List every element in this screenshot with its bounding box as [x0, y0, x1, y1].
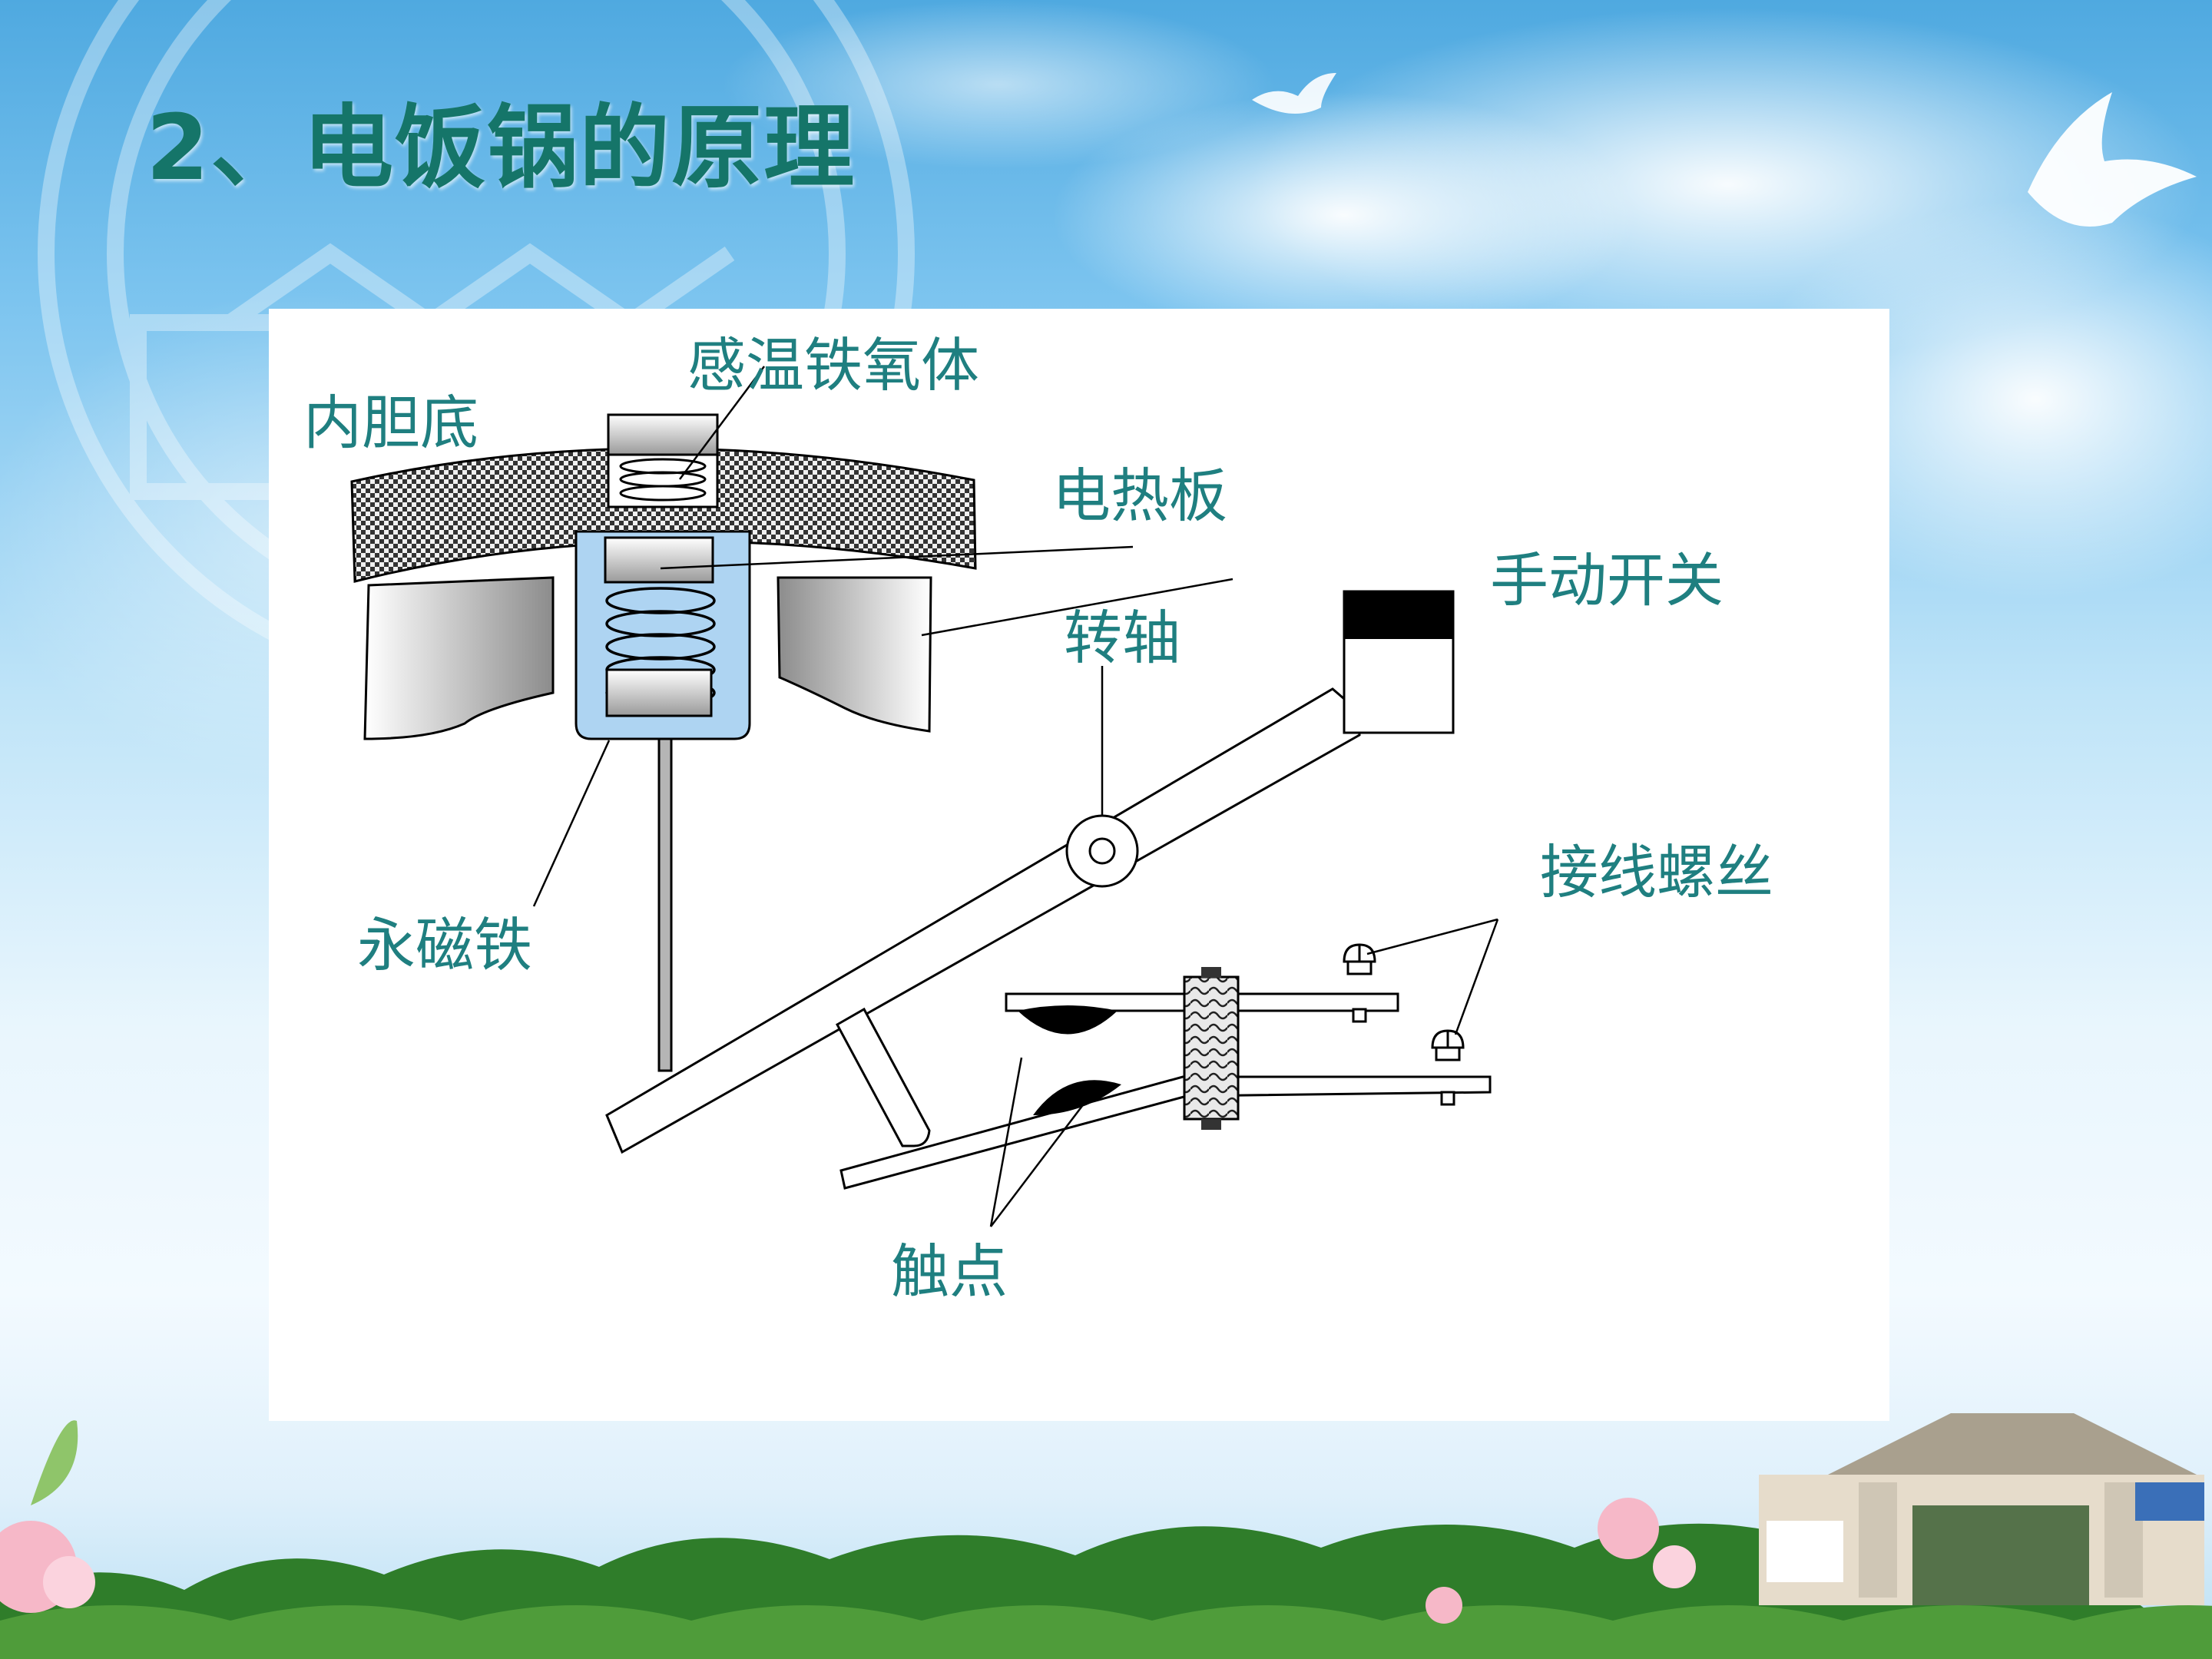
label-inner-pot-bottom: 内胆底 — [303, 389, 478, 457]
label-contacts: 触点 — [891, 1237, 1008, 1306]
page-title: 2、电饭锅的原理 — [146, 94, 856, 200]
label-magnet: 永磁铁 — [357, 911, 532, 979]
upper-contact-point — [1018, 1005, 1118, 1035]
label-ferrite: 感温铁氧体 — [687, 331, 979, 399]
upper-magnet-block — [604, 536, 714, 584]
lower-contact-point — [1033, 1080, 1121, 1115]
push-strut — [835, 1007, 931, 1147]
heating-plate-left — [363, 576, 555, 740]
lower-contact-arm — [839, 1075, 1492, 1190]
label-heating-plate: 电热板 — [1052, 462, 1227, 530]
heating-plate-right — [777, 576, 932, 733]
school-gate-illustration — [1759, 1413, 2204, 1605]
insulating-block — [1183, 975, 1240, 1121]
terminal-screw-lower — [1431, 1029, 1465, 1106]
dove-icon — [2028, 92, 2197, 227]
label-pivot: 转轴 — [1064, 604, 1181, 672]
dove-icon — [1252, 73, 1336, 114]
inner-pot-bottom — [350, 447, 977, 583]
diagram-panel: 感温铁氧体 内胆底 电热板 手动开关 转轴 永磁铁 接线螺丝 触点 — [269, 309, 1889, 1421]
connecting-rod — [657, 737, 673, 1072]
leader-lines — [532, 366, 1499, 1227]
ferrite-block — [607, 413, 719, 456]
terminal-screw-upper — [1343, 943, 1376, 1023]
manual-switch-cap — [1344, 591, 1453, 639]
ferrite-spring — [619, 458, 707, 502]
label-manual-switch: 手动开关 — [1490, 546, 1724, 614]
rice-cooker-mechanism-diagram: 感温铁氧体 内胆底 电热板 手动开关 转轴 永磁铁 接线螺丝 触点 — [303, 331, 1773, 1306]
blossom-decoration — [0, 1420, 1696, 1624]
label-terminal-screws: 接线螺丝 — [1540, 838, 1773, 906]
permanent-magnet-block — [605, 668, 713, 717]
